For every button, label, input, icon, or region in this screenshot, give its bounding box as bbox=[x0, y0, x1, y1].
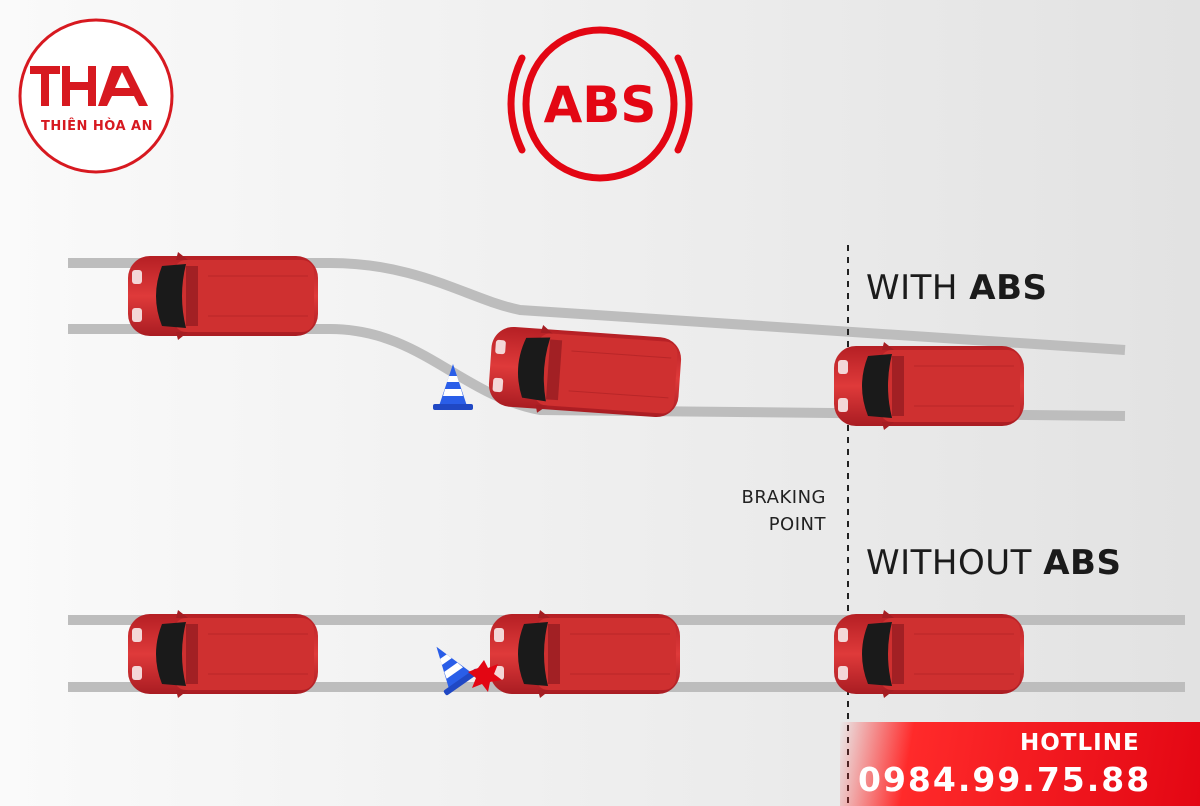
abs-badge-text: ABS bbox=[544, 76, 657, 134]
brand-logo bbox=[18, 18, 174, 174]
abs-warning-icon: ABS bbox=[507, 26, 693, 182]
without-abs-label: WITHOUT ABS bbox=[866, 543, 1121, 583]
without-abs-prefix: WITHOUT bbox=[866, 543, 1044, 583]
braking-point-label: BRAKING POINT bbox=[690, 484, 826, 538]
with-abs-prefix: WITH bbox=[866, 268, 970, 308]
hotline-number[interactable]: 0984.99.75.88 bbox=[858, 760, 1152, 799]
braking-point-line2: POINT bbox=[768, 514, 826, 535]
without-abs-bold: ABS bbox=[1043, 543, 1122, 583]
car-without-abs-1 bbox=[127, 609, 319, 699]
car-without-abs-2 bbox=[489, 609, 681, 699]
car-without-abs-3 bbox=[833, 609, 1025, 699]
car-with-abs-3 bbox=[833, 341, 1025, 431]
car-with-abs-1 bbox=[127, 251, 319, 341]
cone-icon bbox=[433, 364, 473, 410]
with-abs-label: WITH ABS bbox=[866, 268, 1048, 308]
hotline-banner bbox=[840, 722, 1200, 806]
hotline-title: HOTLINE bbox=[1020, 730, 1140, 756]
brand-name: THIÊN HÒA AN bbox=[41, 119, 153, 134]
braking-point-line1: BRAKING bbox=[741, 487, 826, 508]
top-lane-track-upper bbox=[68, 258, 1126, 355]
collision-burst-icon bbox=[468, 660, 502, 692]
with-abs-bold: ABS bbox=[969, 268, 1048, 308]
